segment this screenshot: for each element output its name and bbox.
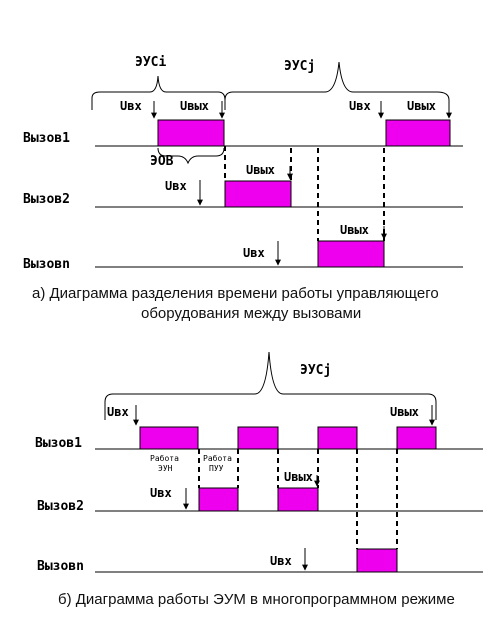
diagram-a: ЭУСi ЭУСj ЭОВ Вызов1 Вызов2 Вызовn Uвх U… — [23, 55, 463, 322]
u-in-b-3: Uвх — [270, 554, 292, 568]
pulse-b-row2-1 — [198, 487, 239, 512]
pulse-b-row1-4 — [396, 426, 437, 450]
label-eov: ЭОВ — [150, 154, 174, 169]
row-label-a-1: Вызов1 — [23, 131, 70, 146]
pulse-a-row2-1 — [224, 180, 292, 208]
u-in-b-1: Uвх — [107, 405, 129, 419]
row-label-b-2: Вызов2 — [37, 499, 84, 514]
caption-a-line2: оборудования между вызовами — [141, 305, 361, 322]
label-eus-j: ЭУСj — [284, 59, 315, 74]
label-b-eus-j: ЭУСj — [300, 363, 331, 378]
u-in-a-4: Uвх — [243, 246, 265, 260]
brace-eov — [157, 147, 225, 165]
caption-b: б) Диаграмма работы ЭУМ в многопрограммн… — [58, 591, 455, 608]
brace-eus-i — [91, 75, 226, 110]
u-out-a-4: Uвых — [340, 223, 369, 237]
caption-a-line1: а) Диаграмма разделения времени работы у… — [32, 285, 439, 302]
diagram-b: ЭУСj Вызов1 Вызов2 Вызовn Работа ЭУН Раб… — [35, 351, 483, 608]
row-label-a-n: Вызовn — [23, 257, 70, 272]
u-out-b-1: Uвых — [390, 405, 419, 419]
brace-eus-j — [224, 61, 450, 110]
u-in-a-3: Uвх — [165, 179, 187, 193]
pulse-b-row1-2 — [237, 426, 279, 450]
brace-b-eus-j — [104, 351, 437, 420]
row-label-a-2: Вызов2 — [23, 192, 70, 207]
u-in-a-2: Uвх — [349, 99, 371, 113]
u-out-a-2: Uвых — [407, 99, 436, 113]
row-label-b-1: Вызов1 — [35, 436, 82, 451]
pulse-b-row2-2 — [277, 487, 319, 512]
work-puu-line1: Работа — [203, 453, 232, 463]
work-puu-line2: ПУУ — [209, 464, 224, 473]
u-out-b-2: Uвых — [284, 470, 313, 484]
label-eus-i: ЭУСi — [135, 55, 166, 70]
work-eun-line2: ЭУН — [158, 464, 173, 473]
u-out-a-3: Uвых — [246, 163, 275, 177]
pulse-a-row1-2 — [385, 119, 451, 147]
u-in-a-1: Uвх — [120, 99, 142, 113]
pulse-b-row1-1 — [139, 426, 199, 450]
pulse-b-row1-3 — [317, 426, 358, 450]
pulse-b-rown-1 — [356, 548, 398, 573]
u-in-b-2: Uвх — [150, 486, 172, 500]
pulse-a-rown-1 — [317, 240, 385, 268]
row-label-b-n: Вызовn — [37, 559, 84, 574]
pulse-a-row1-1 — [157, 119, 225, 147]
u-out-a-1: Uвых — [180, 99, 209, 113]
work-eun-line1: Работа — [150, 453, 179, 463]
